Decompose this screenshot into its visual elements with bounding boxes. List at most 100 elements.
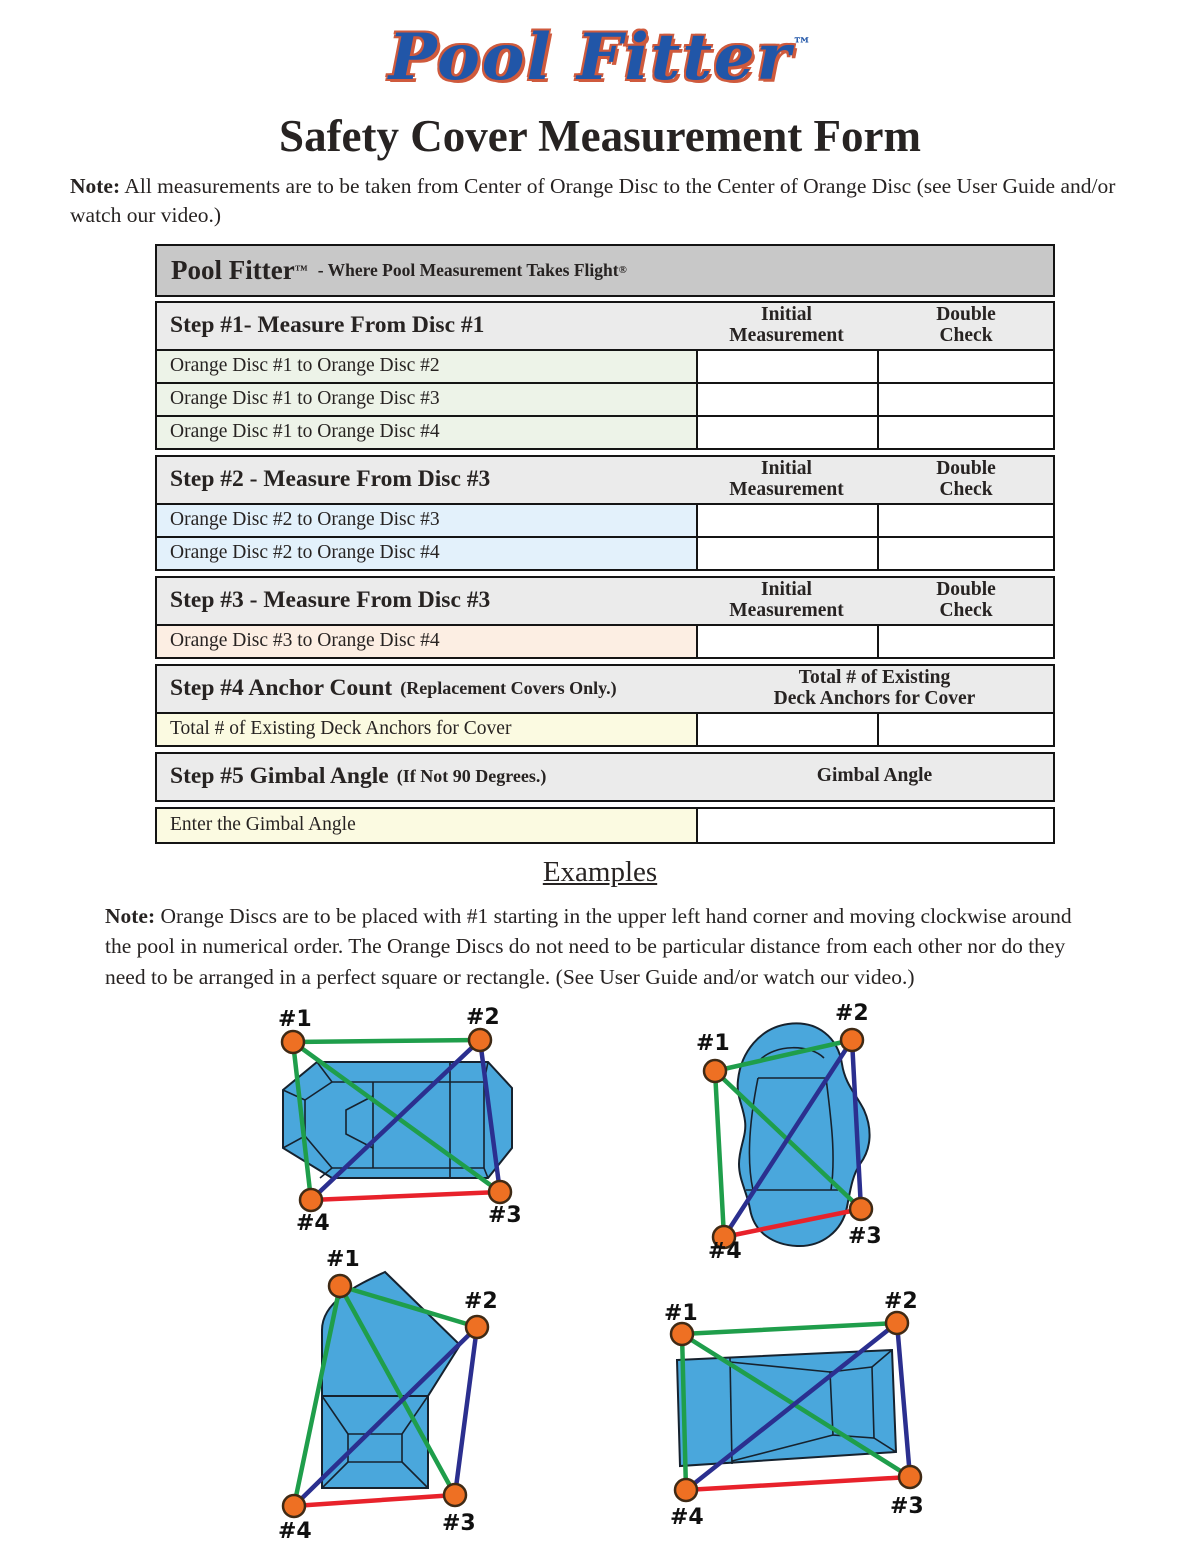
input-initial-disc1-disc3[interactable] [696,383,877,415]
row-label: Orange Disc #1 to Orange Disc #2 [157,350,696,382]
input-double-disc1-disc2[interactable] [877,350,1053,382]
note-text: Orange Discs are to be placed with #1 st… [105,903,1072,989]
measure-line-disc3-disc4 [683,1474,913,1493]
orange-disc-3 [487,1179,513,1205]
orange-disc-4 [298,1187,324,1213]
page-title: Safety Cover Measurement Form [279,111,921,161]
section-step4: Step #4 Anchor Count(Replacement Covers … [155,663,1055,747]
disc-label-1: #1 [664,1301,698,1326]
row-label-text: Orange Disc #3 to Orange Disc #4 [170,630,440,652]
input-initial-disc3-disc4[interactable] [696,625,877,657]
col-initial-measurement: Initial Measurement [696,578,877,624]
col-gimbal-angle: Gimbal Angle [696,754,1053,800]
orange-disc-1 [702,1058,728,1084]
disc-label-1: #1 [278,1007,312,1032]
step4-title-text: Step #4 Anchor Count [170,675,393,702]
section-step3-header: Step #3 - Measure From Disc #3 Initial M… [157,577,1055,624]
row-label-text: Orange Disc #2 to Orange Disc #4 [170,542,440,564]
orange-disc-4 [711,1224,737,1250]
row-label-text: Orange Disc #2 to Orange Disc #3 [170,509,440,531]
input-double-disc1-disc3[interactable] [877,383,1053,415]
orange-disc-2 [467,1027,493,1053]
input-initial-disc2-disc4[interactable] [696,537,877,569]
orange-disc-3 [442,1482,468,1508]
input-anchor-count-double[interactable] [877,713,1053,745]
table-row: Orange Disc #2 to Orange Disc #4 [157,535,1053,569]
logo: Pool Fitter™ [0,0,1200,112]
disc-label-4: #4 [670,1505,704,1530]
row-label-text: Orange Disc #1 to Orange Disc #2 [170,355,440,377]
disc-label-2: #2 [884,1289,918,1314]
table-row: Orange Disc #1 to Orange Disc #4 [157,414,1053,448]
col-double-check: Double Check [877,578,1055,624]
pool-shape-lower [321,1395,429,1489]
example-pool-lazy-l: #1 #2 #3 #4 [278,1250,498,1544]
table-row: Enter the Gimbal Angle [157,808,1053,842]
orange-disc-2 [839,1027,865,1053]
input-initial-disc2-disc3[interactable] [696,504,877,536]
measure-lines-from-disc2 [291,1324,480,1509]
brand-name: Pool Fitter [171,254,295,285]
section-step3: Step #3 - Measure From Disc #3 Initial M… [155,575,1055,659]
col-initial-measurement: Initial Measurement [696,303,877,349]
section-step5-row-block: Enter the Gimbal Angle [155,806,1055,844]
examples-note: Note: Orange Discs are to be placed with… [105,901,1097,993]
input-initial-disc1-disc2[interactable] [696,350,877,382]
input-initial-disc1-disc4[interactable] [696,416,877,448]
input-double-disc1-disc4[interactable] [877,416,1053,448]
measure-lines-from-disc2 [683,1320,913,1493]
measure-lines-from-disc2 [721,1037,864,1240]
col-initial-line1: Initial [761,579,812,601]
table-row: Orange Disc #1 to Orange Disc #2 [157,348,1053,382]
col-total-deck-anchors: Total # of Existing Deck Anchors for Cov… [696,666,1053,712]
section-step1: Step #1- Measure From Disc #1 Initial Me… [155,300,1055,450]
row-label: Orange Disc #1 to Orange Disc #4 [157,416,696,448]
disc-label-4: #4 [708,1239,742,1260]
note-label: Note: [70,173,121,198]
orange-disc-1 [327,1273,353,1299]
row-label: Orange Disc #3 to Orange Disc #4 [157,625,696,657]
section-step5-header-block: Step #5 Gimbal Angle(If Not 90 Degrees.)… [155,751,1055,802]
orange-disc-4 [673,1477,699,1503]
step5-title-text: Step #5 Gimbal Angle [170,763,389,790]
table-row: Orange Disc #2 to Orange Disc #3 [157,502,1053,536]
measure-line-disc3-disc4 [308,1189,503,1203]
step2-title: Step #2 - Measure From Disc #3 [170,466,491,493]
row-label-text: Enter the Gimbal Angle [170,814,356,836]
table-row: Orange Disc #3 to Orange Disc #4 [157,623,1053,657]
row-label: Orange Disc #2 to Orange Disc #3 [157,504,696,536]
pool-contours [321,1395,429,1489]
disc-label-4: #4 [296,1211,330,1236]
disc-label-4: #4 [278,1519,312,1544]
input-gimbal-angle[interactable] [696,808,1053,842]
input-double-disc2-disc4[interactable] [877,537,1053,569]
col-initial-measurement: Initial Measurement [696,457,877,503]
col-double-line2: Check [939,478,993,500]
col-total-line1: Total # of Existing [798,667,951,689]
measure-lines-from-disc1 [291,1283,480,1509]
pool-contours [729,1349,897,1465]
input-double-disc3-disc4[interactable] [877,625,1053,657]
row-label: Total # of Existing Deck Anchors for Cov… [157,713,696,745]
logo-trademark: ™ [792,34,812,56]
input-anchor-count-initial[interactable] [696,713,877,745]
row-label: Orange Disc #2 to Orange Disc #4 [157,537,696,569]
note-text: All measurements are to be taken from Ce… [70,173,1116,228]
col-double-line1: Double [936,458,996,480]
col-double-check: Double Check [877,303,1055,349]
disc-label-3: #3 [890,1494,924,1519]
disc-label-3: #3 [442,1511,476,1536]
example-pool-freeform: #1 #2 #3 #4 [696,1001,882,1260]
example-pool-grecian: #1 #2 #3 #4 [278,1005,522,1236]
orange-disc-1 [669,1321,695,1347]
step1-title: Step #1- Measure From Disc #1 [170,312,485,339]
disc-label-1: #1 [326,1250,360,1272]
row-label: Enter the Gimbal Angle [157,808,696,842]
measure-line-disc3-disc4 [291,1492,458,1509]
brand-tagline: - Where Pool Measurement Takes Flight [317,259,619,280]
col-total-line2: Deck Anchors for Cover [773,687,976,709]
input-double-disc2-disc3[interactable] [877,504,1053,536]
